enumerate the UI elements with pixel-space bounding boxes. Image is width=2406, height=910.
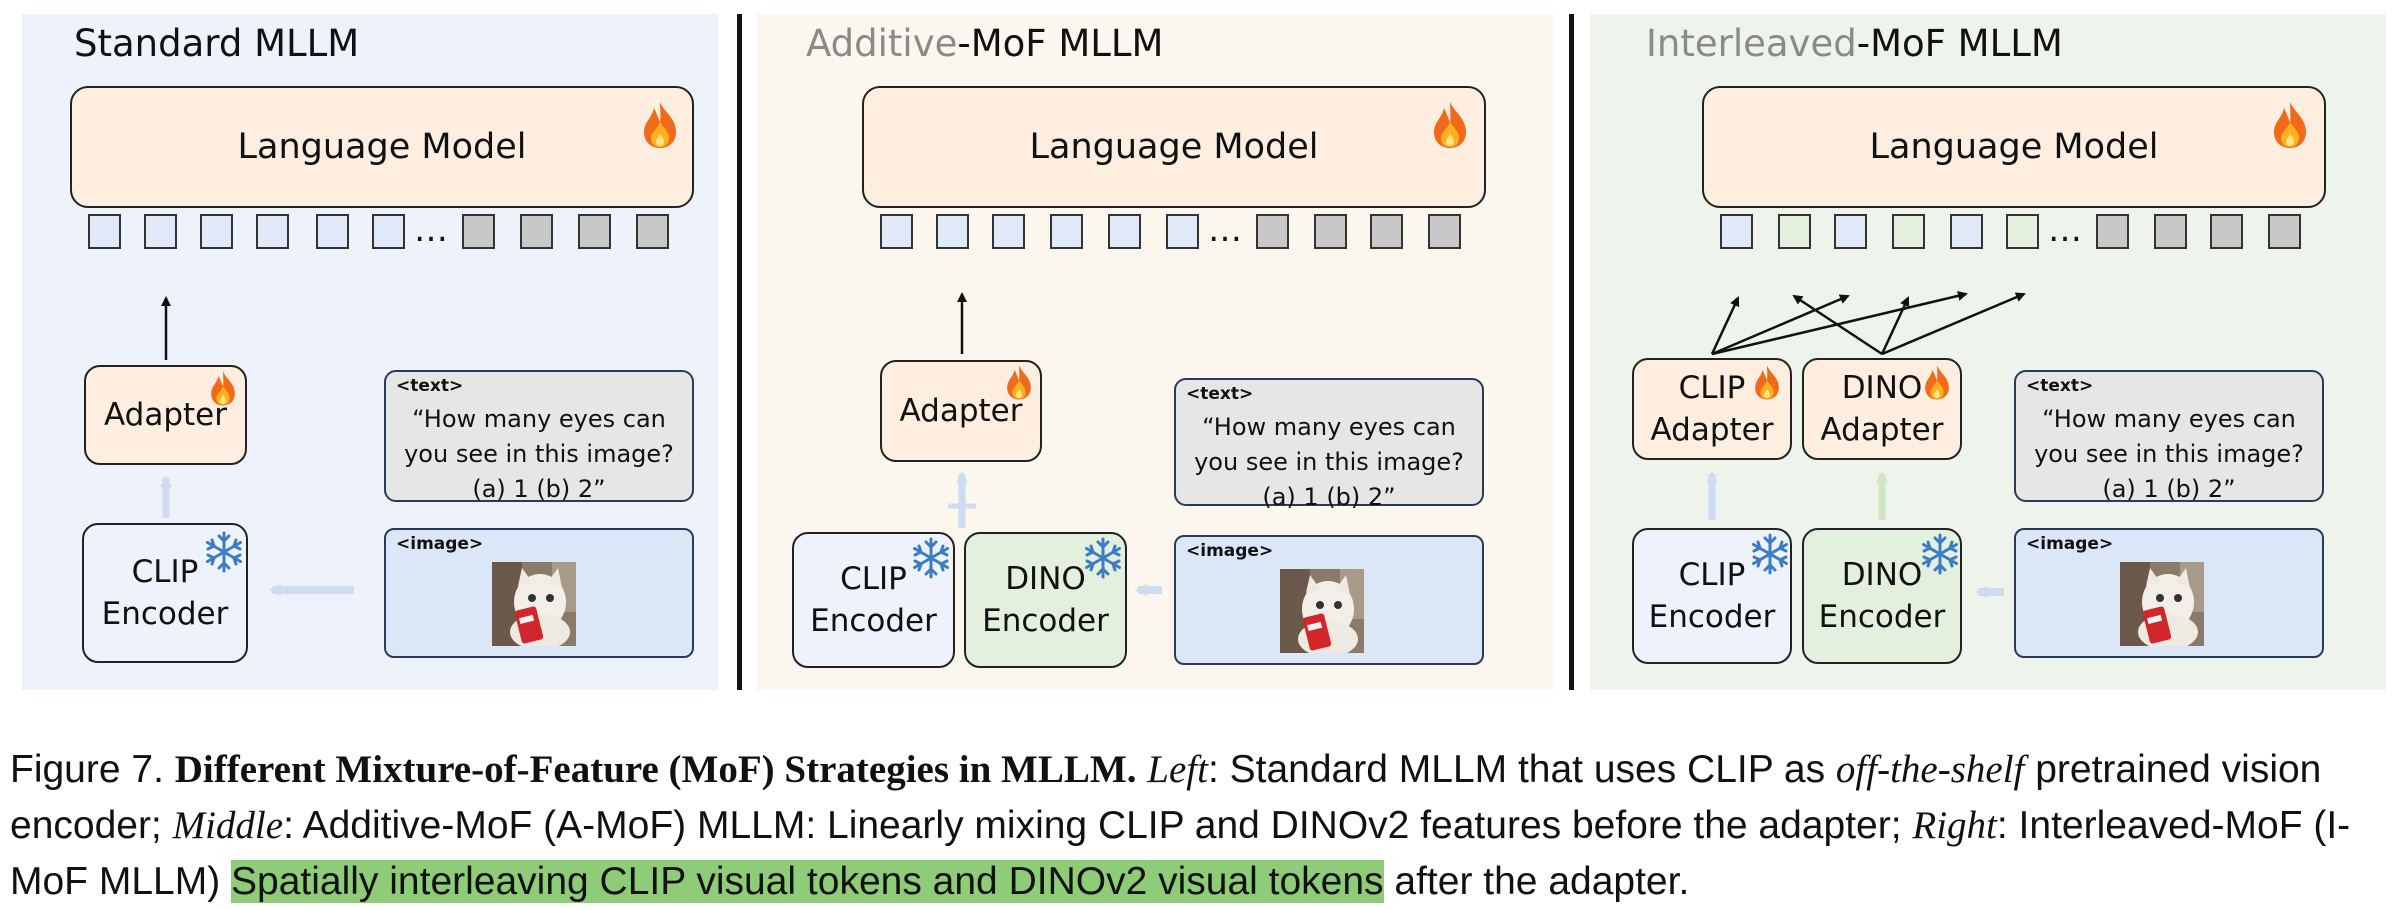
dino-token (1778, 214, 1811, 249)
clip-token (992, 214, 1025, 249)
clip-token (936, 214, 969, 249)
token-ellipsis: … (2048, 210, 2083, 250)
clip-interleave-arrow (1711, 294, 1850, 356)
caption-italic: off-the-shelf (1835, 748, 2025, 791)
clip-token (1950, 214, 1983, 249)
text-tag: <text> (396, 376, 464, 396)
panel-divider (737, 14, 742, 690)
clip-token (1166, 214, 1199, 249)
text-token (1370, 214, 1403, 249)
clip-token (144, 214, 177, 249)
clip-token (880, 214, 913, 249)
figure-caption: Figure 7. Different Mixture-of-Feature (… (10, 742, 2400, 910)
text-token (1314, 214, 1347, 249)
clip-token (1108, 214, 1141, 249)
caption-label: Figure 7. (10, 748, 164, 791)
text-token (578, 214, 611, 249)
dino-token (2006, 214, 2039, 249)
text-token (1428, 214, 1461, 249)
clip-token (88, 214, 121, 249)
image-input-box: <image> (1174, 535, 1484, 665)
panel-divider (1569, 14, 1574, 690)
text-tag: <text> (2026, 376, 2094, 396)
dino-interleave-arrow (1880, 296, 1910, 355)
clip-token (316, 214, 349, 249)
text-token (1256, 214, 1289, 249)
text-token (2268, 214, 2301, 249)
caption-text: : Interleaved-MoF (I-MoF MLLM) (10, 804, 2351, 903)
image-tag: <image> (396, 534, 484, 554)
language-model-box: Language Model (1702, 86, 2326, 208)
text-token (462, 214, 495, 249)
text-token (2154, 214, 2187, 249)
dino-interleave-arrow (1881, 292, 2026, 356)
clip-token (372, 214, 405, 249)
additive-panel-title: Additive-MoF MLLM (806, 22, 1164, 65)
text-token (2096, 214, 2129, 249)
caption-text: after the adapter. (1383, 860, 1690, 903)
token-ellipsis: … (1208, 210, 1243, 250)
text-token (2210, 214, 2243, 249)
caption-text: pretrained vision encoder; (10, 748, 2322, 847)
text-tag: <text> (1186, 384, 1254, 404)
interleaved-panel-title: Interleaved-MoF MLLM (1646, 22, 2063, 65)
caption-text: : Additive-MoF (A-MoF) MLLM: Linearly mi… (283, 804, 1913, 847)
image-input-box: <image> (2014, 528, 2324, 658)
caption-right-label: Right (1912, 804, 1997, 847)
caption-highlight: Spatially interleaving CLIP visual token… (231, 860, 1384, 903)
caption-left-label: Left (1147, 748, 1208, 791)
text-token (636, 214, 669, 249)
clip-token (256, 214, 289, 249)
text-token (520, 214, 553, 249)
clip-token (200, 214, 233, 249)
language-model-box: Language Model (70, 86, 694, 208)
caption-middle-label: Middle (172, 804, 284, 847)
image-tag: <image> (2026, 534, 2114, 554)
token-ellipsis: … (414, 210, 449, 250)
language-model-box: Language Model (862, 86, 1486, 208)
dino-interleave-arrow (1792, 294, 1883, 356)
clip-token (1720, 214, 1753, 249)
clip-interleave-arrow (1711, 290, 1968, 356)
image-tag: <image> (1186, 541, 1274, 561)
clip-interleave-arrow (1710, 296, 1740, 355)
clip-token (1050, 214, 1083, 249)
dino-token (1892, 214, 1925, 249)
image-input-box: <image> (384, 528, 694, 658)
caption-title: Different Mixture-of-Feature (MoF) Strat… (174, 748, 1137, 791)
adapter-box: Adapter (880, 360, 1042, 462)
caption-text: : Standard MLLM that uses CLIP as (1207, 748, 1836, 791)
clip-token (1834, 214, 1867, 249)
standard-panel-title: Standard MLLM (74, 22, 360, 65)
